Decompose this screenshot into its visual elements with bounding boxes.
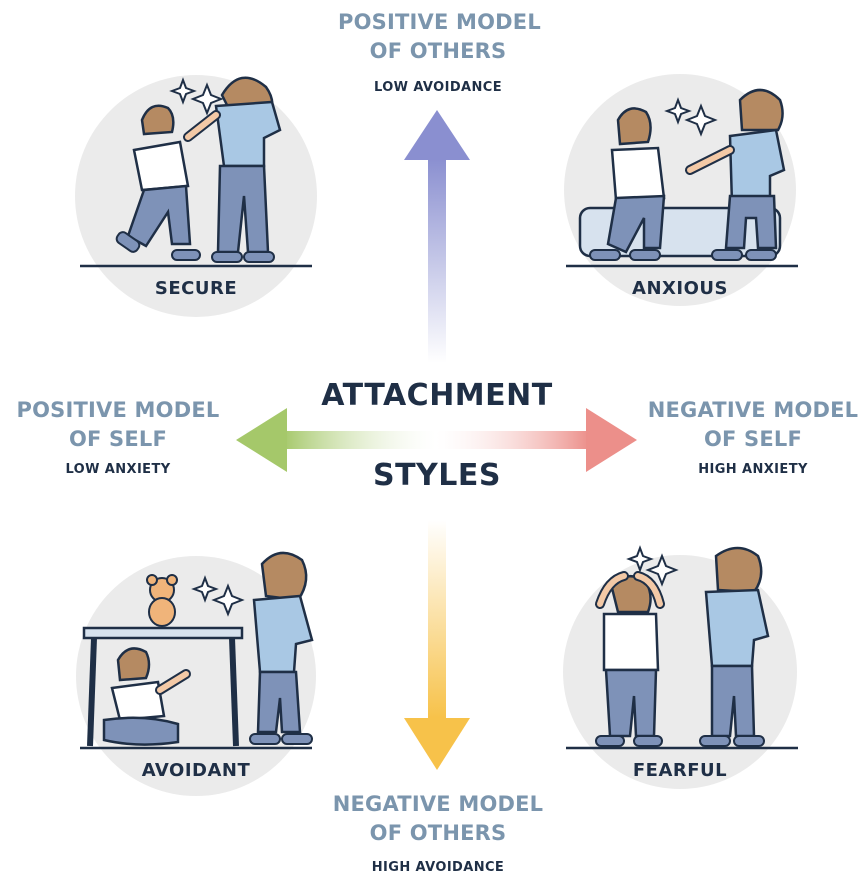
- right-axis-subtitle: HIGH ANXIETY: [698, 462, 808, 477]
- left-axis-subtitle: LOW ANXIETY: [65, 462, 171, 477]
- center-title-line2: STYLES: [372, 458, 501, 493]
- top-axis-title: POSITIVE MODEL OF OTHERS: [338, 8, 541, 66]
- top-axis-line1: POSITIVE MODEL: [338, 10, 541, 34]
- quadrant-label-avoidant: AVOIDANT: [141, 760, 251, 781]
- left-axis-line2: OF SELF: [68, 427, 168, 451]
- quadrant-label-fearful: FEARFUL: [632, 760, 728, 781]
- arrow-down-high-avoidance: [404, 520, 470, 770]
- arrow-horizontal-anxiety: [236, 408, 637, 472]
- quadrant-label-anxious: ANXIOUS: [632, 278, 728, 299]
- top-axis-line2: OF OTHERS: [369, 39, 507, 63]
- anxious-illustration: [564, 74, 798, 306]
- bottom-axis-line2: OF OTHERS: [369, 821, 507, 845]
- right-axis-line1: NEGATIVE MODEL: [647, 398, 859, 422]
- avoidant-illustration: [76, 551, 316, 796]
- right-axis-title: NEGATIVE MODEL OF SELF: [638, 396, 868, 454]
- bottom-axis-line1: NEGATIVE MODEL: [332, 792, 544, 816]
- center-title-line1: ATTACHMENT: [321, 378, 553, 413]
- bottom-axis-title: NEGATIVE MODEL OF OTHERS: [328, 790, 548, 848]
- fearful-illustration: [563, 545, 798, 789]
- left-axis-title: POSITIVE MODEL OF SELF: [0, 396, 236, 454]
- quadrant-label-secure: SECURE: [154, 278, 238, 299]
- arrow-up-low-avoidance: [404, 110, 470, 363]
- bottom-axis-subtitle: HIGH AVOIDANCE: [371, 860, 505, 875]
- left-axis-line1: POSITIVE MODEL: [16, 398, 220, 422]
- right-axis-line2: OF SELF: [703, 427, 803, 451]
- secure-illustration: [75, 75, 317, 317]
- top-axis-subtitle: LOW AVOIDANCE: [374, 80, 502, 95]
